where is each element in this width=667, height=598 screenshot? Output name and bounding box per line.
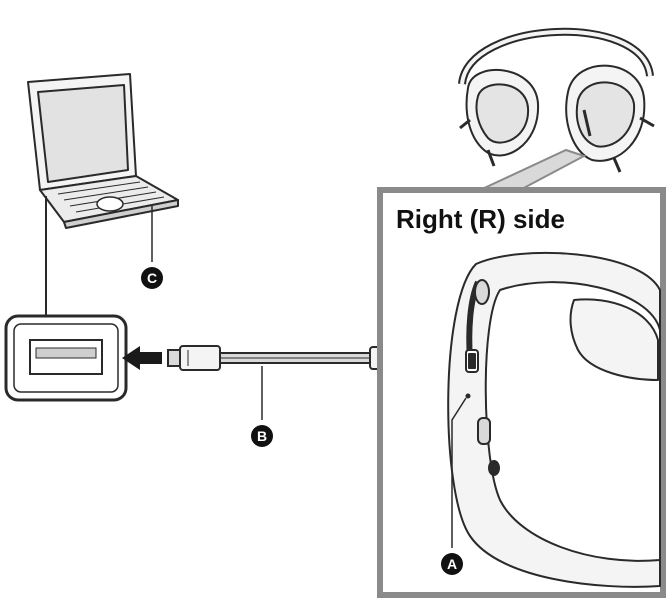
earcup-detail	[447, 251, 661, 588]
callout-b: B	[251, 425, 273, 447]
arrow-left-icon	[122, 346, 162, 370]
callout-c: C	[141, 267, 163, 289]
usb-port-icon	[4, 314, 128, 402]
panel-title: Right (R) side	[396, 204, 565, 234]
callout-a-label: A	[447, 556, 457, 572]
laptop-icon	[27, 73, 179, 229]
callout-c-label: C	[147, 270, 157, 286]
callout-a-leader	[451, 397, 467, 548]
headphones-icon	[458, 27, 655, 173]
callout-a: A	[441, 553, 463, 575]
callout-b-label: B	[257, 428, 267, 444]
